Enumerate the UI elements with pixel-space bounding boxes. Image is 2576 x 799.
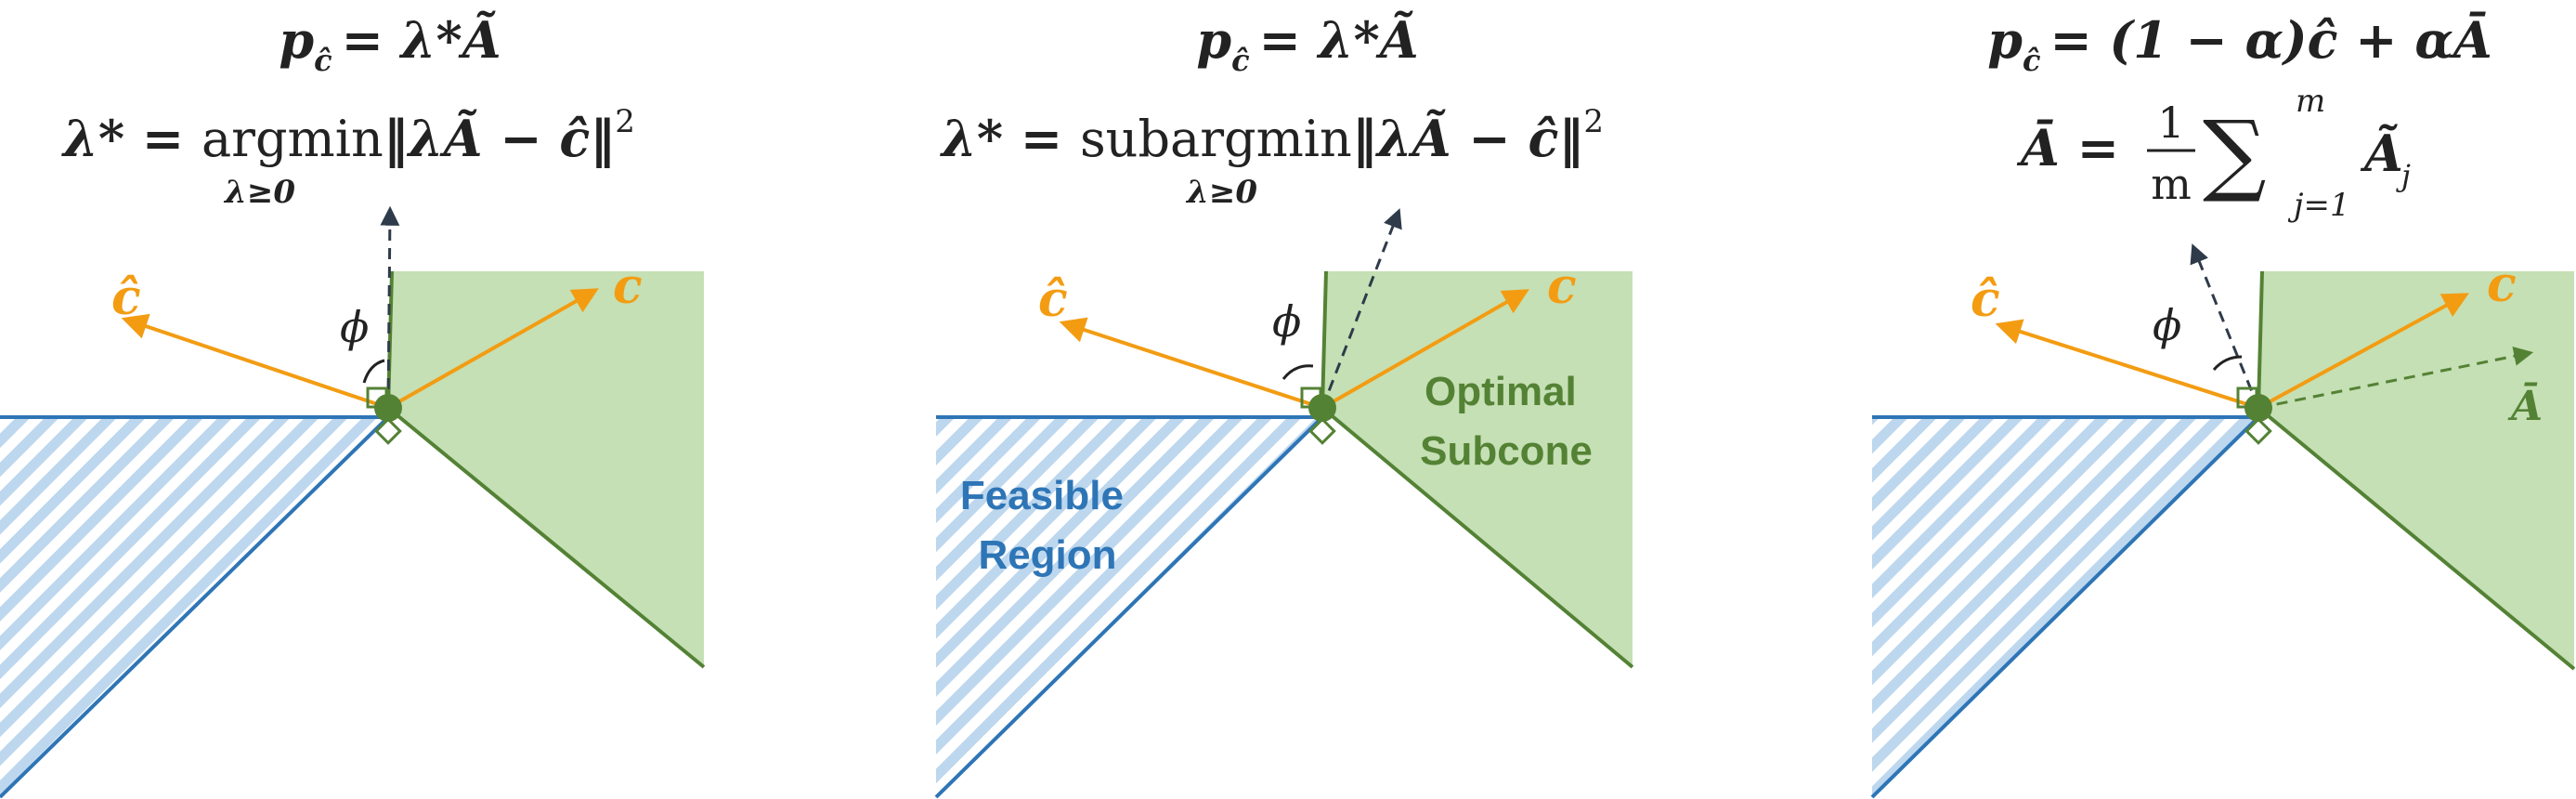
panel-2-eq2-op: subargmin [1080, 110, 1352, 168]
panel-3-c-arrow [2257, 293, 2469, 410]
panel-3-eq1-sub: ĉ [2023, 43, 2040, 78]
panel-2-c-arrow [1321, 289, 1529, 410]
panel-1-right-angle-bottom [374, 417, 402, 445]
panel-2-feasible-label-line1: Feasible [960, 473, 1124, 518]
panel-2-optimal-label-line2: Subcone [1420, 428, 1593, 474]
panel-2-phi-label: ϕ [1272, 296, 1301, 347]
panel-3-c-label: c [2487, 256, 2517, 313]
panel-3-eq2-frac-num: 1 [2157, 98, 2184, 148]
panel-1-eq-line1: pĉ = λ*Ã [279, 10, 501, 78]
panel-2-c-label: c [1547, 258, 1577, 315]
panel-3-c-hat-label: ĉ [1971, 271, 2000, 328]
panel-2-optimal-label-line1: Optimal [1425, 369, 1577, 414]
panel-1-eq1-rhs: = λ*Ã [342, 10, 501, 70]
panel-2-c-hat-arrow [1059, 317, 1323, 410]
panel-3-optimal-cone [2258, 271, 2574, 669]
panel-2-optimal-label: Optimal Subcone [1420, 369, 1593, 474]
panel-3-phi-arc [2212, 355, 2243, 372]
panel-1-optimal-cone [388, 271, 704, 667]
panel-1-c-arrow [387, 288, 599, 410]
panel-2-eq-line1: pĉ = λ*Ã [1196, 10, 1418, 78]
panel-3-right-angle-bottom [2244, 417, 2272, 445]
panel-3: pĉ= (1 − α)ĉ + αĀ Ā = 1 m ∑ m j=1 Ã j ĉ … [1870, 10, 2576, 799]
panel-3-phi-label: ϕ [2153, 300, 2181, 350]
panel-2-feasible-label: Feasible Region [960, 473, 1135, 578]
panel-3-eq2-sum: ∑ [2203, 101, 2267, 205]
panel-1-eq1-lhs: p [279, 10, 314, 70]
panel-1-eq1-sub: ĉ [314, 43, 332, 78]
panel-1-c-hat-arrow [121, 313, 389, 410]
panel-2-eq2-sup: 2 [1583, 103, 1604, 140]
panel-2-eq1-sub: ĉ [1231, 43, 1249, 78]
panel-3-abar-arrow [2257, 347, 2534, 410]
panel-1-eq2-op: argmin [202, 110, 384, 168]
panel-2: pĉ= λ*Ã λ* = subargmin‖λÃ − ĉ‖2 λ≥0 ĉ c … [934, 10, 1634, 799]
panel-1-eq2-sup: 2 [615, 103, 635, 140]
panel-2-eq1-lhs: p [1196, 10, 1231, 70]
panel-2-optimal-cone [1322, 271, 1633, 667]
panel-2-feasible-label-line2: Region [978, 532, 1116, 578]
panel-2-eq2-body: ‖λÃ − ĉ‖ [1352, 109, 1584, 169]
panel-3-eq1-rhs: = (1 − α)ĉ + αĀ [2049, 10, 2491, 70]
panel-2-phi-arc [1281, 364, 1314, 380]
panel-3-eq2-sum-top: m [2296, 83, 2325, 120]
panel-2-c-hat-label: ĉ [1038, 271, 1068, 328]
panel-1-eq-line2: λ* = argmin‖λÃ − ĉ‖2 [61, 103, 635, 169]
panel-2-dashed-arrow [1321, 208, 1402, 409]
panel-1-eq2-under: λ≥0 [223, 174, 295, 211]
panel-3-eq2-lhs: Ā = [2016, 118, 2119, 177]
panel-3-eq-line1: pĉ = (1 − α)ĉ + αĀ [1987, 10, 2492, 78]
panel-1-c-hat-label: ĉ [111, 269, 141, 326]
panel-1-c-label: c [613, 258, 643, 315]
panel-2-eq1-rhs: = λ*Ã [1259, 10, 1419, 70]
panel-3-eq2-sum-bottom: j=1 [2287, 187, 2350, 224]
panel-3-dashed-arrow [2190, 243, 2260, 409]
panel-3-eq1-lhs: p [1987, 10, 2023, 70]
panel-3-eq2-frac-den: m [2151, 159, 2192, 209]
panel-1-phi-label: ϕ [340, 302, 369, 352]
panel-2-eq2-under: λ≥0 [1185, 174, 1257, 211]
panel-1-vertex [374, 394, 402, 422]
panel-1-dashed-arrow [380, 205, 400, 409]
panel-1: pĉ= λ*Ã λ* = argmin‖λÃ − ĉ‖2 λ≥0 ĉ c ϕ [0, 10, 706, 799]
panel-3-abar-label: Ā [2507, 381, 2543, 430]
panel-2-eq-line2: λ* = subargmin‖λÃ − ĉ‖2 [940, 103, 1604, 169]
panel-1-phi-arc [362, 359, 385, 384]
panel-1-eq2-lhs: λ* = [61, 109, 202, 168]
panel-3-vertex [2244, 394, 2272, 422]
panel-1-eq2-body: ‖λÃ − ĉ‖ [384, 109, 616, 169]
panel-2-right-angle-bottom [1308, 417, 1336, 445]
panel-2-eq2-lhs: λ* = [940, 109, 1080, 168]
panel-3-eq2-body: Ã [2360, 124, 2403, 183]
panel-2-vertex [1308, 394, 1336, 422]
panel-3-c-hat-arrow [1995, 319, 2259, 410]
